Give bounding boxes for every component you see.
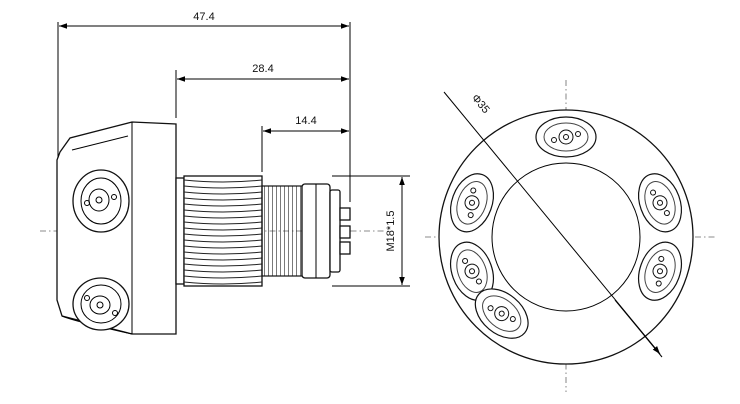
dim-thread-length-label: 14.4: [295, 115, 316, 127]
thread-ridge: [183, 281, 263, 285]
thread-ridge: [183, 227, 263, 231]
dim-overall-length: 47.4: [59, 11, 349, 29]
dim-body-length: 28.4: [177, 63, 349, 82]
front-nozzle: [449, 241, 495, 301]
thread-section: [175, 175, 263, 287]
thread-ridge: [183, 263, 263, 267]
thread-ridge: [183, 185, 263, 189]
thread-ridge: [183, 221, 263, 225]
thread-ridge: [183, 233, 263, 237]
thread-ridge: [183, 215, 263, 219]
dim-body-length-label: 28.4: [252, 63, 273, 75]
side-nozzle-lower: [72, 277, 130, 331]
thread-ridge: [183, 179, 263, 183]
thread-ridge: [183, 239, 263, 243]
dim-thread-spec: M18*1.5: [385, 177, 405, 285]
thread-ridge: [183, 257, 263, 261]
front-nozzle: [449, 173, 495, 233]
thread-ridge: [183, 245, 263, 249]
dim-overall-length-label: 47.4: [193, 11, 214, 23]
thread-ridge: [183, 275, 263, 279]
front-nozzle: [535, 116, 597, 158]
front-nozzle: [474, 288, 529, 339]
thread-ridge: [183, 191, 263, 195]
dim-thread-spec-label: M18*1.5: [385, 211, 397, 252]
thread-ridge: [183, 197, 263, 201]
front-nozzle: [637, 173, 683, 233]
knurled-section: [261, 185, 303, 277]
side-nozzle-upper: [72, 169, 130, 233]
front-nozzle: [637, 241, 683, 301]
side-view: 47.4 28.4 14.4 M18*1.5: [40, 11, 410, 335]
dim-diameter-label: Φ35: [469, 92, 492, 116]
thread-ridge: [183, 203, 263, 207]
connector-end: [301, 183, 351, 279]
dim-thread-length: 14.4: [263, 115, 349, 134]
thread-ridge: [183, 269, 263, 273]
front-view: Φ35: [425, 80, 715, 392]
thread-ridge: [183, 251, 263, 255]
inner-circle: [491, 162, 641, 312]
thread-ridge: [183, 209, 263, 213]
